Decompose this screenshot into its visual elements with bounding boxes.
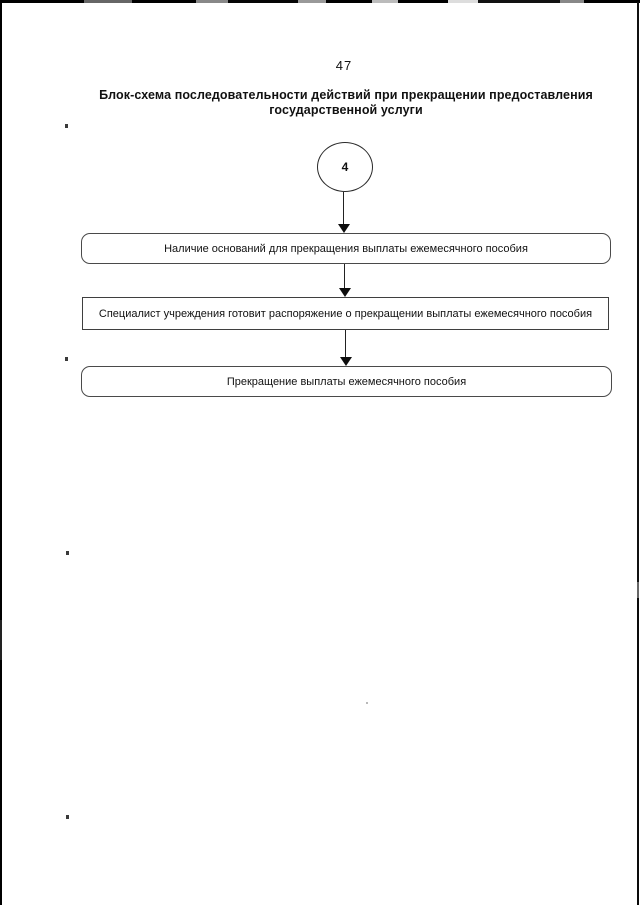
flowchart-connector-circle: 4 <box>317 142 373 192</box>
scan-speck <box>65 357 68 361</box>
flow-step-2-label: Специалист учреждения готовит распоряжен… <box>98 307 593 320</box>
flow-arrow-shaft <box>344 264 345 289</box>
flow-step-2: Специалист учреждения готовит распоряжен… <box>82 297 609 330</box>
flow-step-1: Наличие оснований для прекращения выплат… <box>81 233 611 264</box>
flow-step-3-label: Прекращение выплаты ежемесячного пособия <box>226 375 467 388</box>
flow-step-1-label: Наличие оснований для прекращения выплат… <box>164 242 528 255</box>
flow-arrow-1 <box>338 192 350 233</box>
scan-speck <box>65 124 68 128</box>
flowchart-connector-label: 4 <box>341 160 349 174</box>
flow-arrow-3 <box>340 330 352 366</box>
page-title-line-2: государственной услуги <box>269 103 423 117</box>
scan-speck <box>66 815 69 819</box>
flow-arrowhead-icon <box>339 288 351 297</box>
scan-edge-left <box>0 0 2 905</box>
flow-arrow-shaft <box>345 330 346 358</box>
flow-arrow-2 <box>339 264 351 297</box>
flow-arrowhead-icon <box>338 224 350 233</box>
page-number: 47 <box>335 58 353 73</box>
flow-step-3: Прекращение выплаты ежемесячного пособия <box>81 366 612 397</box>
scan-speck <box>366 702 368 704</box>
page-title: Блок-схема последовательности действий п… <box>66 88 626 118</box>
scan-edge-top <box>0 0 640 3</box>
scan-edge-right <box>637 2 639 905</box>
flow-arrowhead-icon <box>340 357 352 366</box>
page-title-line-1: Блок-схема последовательности действий п… <box>99 88 593 102</box>
flow-arrow-shaft <box>343 192 344 225</box>
scan-speck <box>66 551 69 555</box>
